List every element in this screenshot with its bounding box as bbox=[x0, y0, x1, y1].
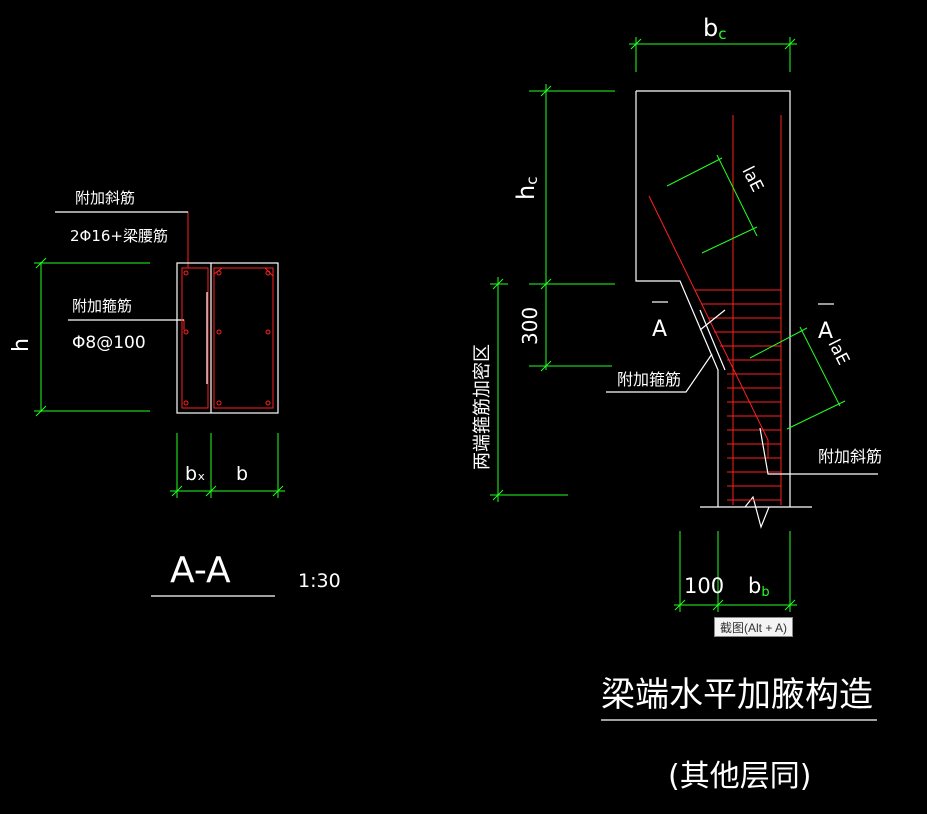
dim-b-label: b bbox=[236, 463, 248, 485]
section-title: A-A bbox=[170, 550, 231, 591]
label-extra-stirrup-elev: 附加箍筋 bbox=[617, 370, 681, 389]
lae-label-1: laE bbox=[738, 163, 768, 195]
cut-mark bbox=[699, 309, 726, 331]
dim-lae-1 bbox=[666, 154, 758, 254]
label-diagonal-spec: 2Φ16+梁腰筋 bbox=[70, 227, 168, 245]
section-a-a: 附加斜筋 2Φ16+梁腰筋 附加箍筋 Φ8@100 h bₓ b A-A 1:3… bbox=[9, 189, 341, 597]
dim-h bbox=[34, 257, 150, 417]
stirrup-hook bbox=[264, 267, 274, 277]
label-stirrup-spec: Φ8@100 bbox=[72, 333, 146, 353]
dim-bb-label: bb bbox=[748, 574, 770, 600]
label-extra-diagonal: 附加斜筋 bbox=[75, 189, 135, 207]
dim-hc-300 bbox=[529, 84, 615, 372]
beam-stirrup bbox=[213, 267, 274, 409]
dim-bc-label: bc bbox=[703, 14, 726, 43]
rebar-dots bbox=[183, 270, 271, 406]
dim-bx-b bbox=[170, 433, 285, 498]
label-extra-diagonal-elev: 附加斜筋 bbox=[818, 447, 882, 466]
haunch-stirrup bbox=[181, 267, 209, 409]
dim-100-bb bbox=[674, 531, 797, 612]
dim-h-label: h bbox=[9, 338, 34, 352]
section-scale: 1:30 bbox=[298, 570, 341, 592]
dim-hc-label: hc bbox=[512, 177, 541, 200]
diagonal-bar bbox=[648, 195, 769, 458]
cut-mark bbox=[699, 309, 726, 371]
label-zone: 两端箍筋加密区 bbox=[472, 344, 493, 470]
column-outline-right bbox=[636, 90, 791, 507]
dim-100-label: 100 bbox=[684, 574, 724, 598]
label-extra-stirrup: 附加箍筋 bbox=[72, 297, 132, 315]
elevation-subtitle: (其他层同) bbox=[668, 759, 811, 794]
dim-zone bbox=[490, 277, 568, 502]
dim-bc bbox=[629, 37, 797, 72]
stirrup-leader bbox=[68, 319, 185, 330]
elevation-title: 梁端水平加腋构造 bbox=[601, 675, 873, 715]
dim-300-label: 300 bbox=[518, 307, 542, 345]
dim-lae-2 bbox=[749, 326, 846, 430]
dim-bx-label: bₓ bbox=[185, 463, 206, 485]
beam-outline bbox=[176, 262, 279, 414]
column-outline-left bbox=[635, 91, 719, 507]
elevation-detail: bc hc 300 两端箍筋加密区 附加箍筋 附加斜筋 A A laE laE … bbox=[472, 14, 882, 794]
cut-a-right: A bbox=[818, 319, 833, 344]
screenshot-tooltip: 截图(Alt + A) bbox=[714, 617, 794, 637]
cut-a-left: A bbox=[652, 317, 667, 342]
diagonal-leader bbox=[759, 427, 878, 475]
stirrups bbox=[695, 289, 781, 501]
break-symbol bbox=[744, 495, 770, 529]
stirrup-leader bbox=[606, 353, 713, 393]
